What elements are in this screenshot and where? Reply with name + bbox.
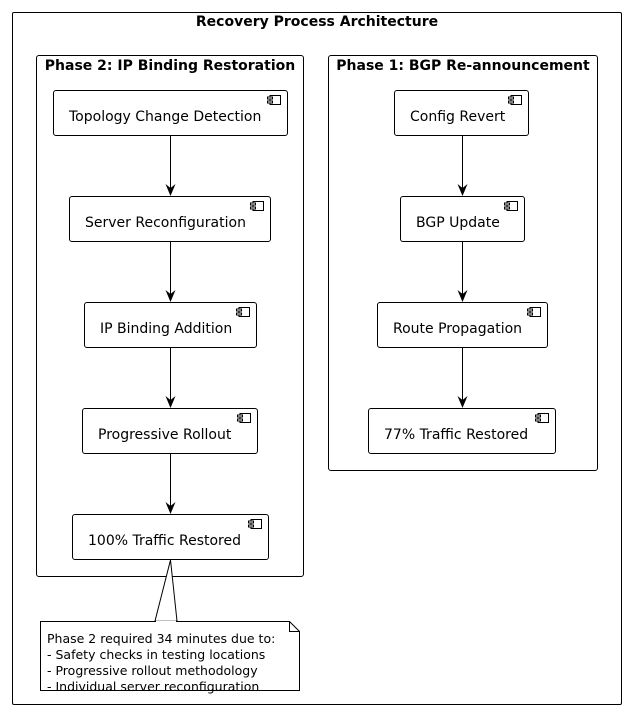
component-label: Config Revert — [410, 109, 506, 125]
note-line: Phase 2 required 34 minutes due to: — [47, 631, 276, 646]
component-icon — [250, 201, 264, 211]
note: Phase 2 required 34 minutes due to: - Sa… — [40, 621, 300, 694]
diagram-title: Recovery Process Architecture — [195, 14, 439, 30]
component-icon — [267, 95, 281, 105]
component-progressive-rollout: Progressive Rollout — [82, 408, 258, 454]
component-label: Topology Change Detection — [69, 109, 262, 125]
component-label: Route Propagation — [393, 321, 523, 337]
note-fold — [289, 621, 300, 632]
note-text: Phase 2 required 34 minutes due to: - Sa… — [47, 631, 275, 695]
component-77-traffic-restored: 77% Traffic Restored — [368, 408, 556, 454]
component-icon — [535, 413, 549, 423]
component-icon — [237, 413, 251, 423]
component-icon — [527, 307, 541, 317]
arrowhead — [165, 184, 176, 196]
component-icon — [248, 519, 262, 529]
component-bgp-update: BGP Update — [400, 196, 525, 242]
note-line: - Progressive rollout methodology — [47, 663, 258, 678]
component-label: 100% Traffic Restored — [88, 533, 241, 549]
component-ip-binding-addition: IP Binding Addition — [84, 302, 257, 348]
component-label: 77% Traffic Restored — [384, 427, 529, 443]
component-icon — [236, 307, 250, 317]
component-label: Progressive Rollout — [98, 427, 232, 443]
arrowhead — [457, 290, 468, 302]
note-shape — [40, 621, 300, 691]
component-config-revert: Config Revert — [394, 90, 529, 136]
arrowhead — [457, 396, 468, 408]
phase2-title: Phase 2: IP Binding Restoration — [44, 58, 296, 74]
phase1-title: Phase 1: BGP Re-announcement — [336, 58, 590, 74]
component-label: IP Binding Addition — [100, 321, 233, 337]
arrowhead — [457, 184, 468, 196]
note-connector — [154, 559, 178, 622]
component-route-propagation: Route Propagation — [377, 302, 548, 348]
component-icon — [504, 201, 518, 211]
arrowhead — [165, 502, 176, 514]
note-line: - Individual server reconfiguration — [47, 679, 260, 694]
arrowhead — [165, 396, 176, 408]
component-100-traffic-restored: 100% Traffic Restored — [72, 514, 269, 560]
component-icon — [508, 95, 522, 105]
arrowhead — [165, 290, 176, 302]
component-topology-change-detection: Topology Change Detection — [53, 90, 288, 136]
phase2-arrowheads — [165, 184, 176, 514]
phase1-arrowheads — [457, 184, 468, 408]
component-label: Server Reconfiguration — [85, 215, 246, 231]
note-line: - Safety checks in testing locations — [47, 647, 266, 662]
component-server-reconfiguration: Server Reconfiguration — [69, 196, 271, 242]
component-label: BGP Update — [416, 215, 500, 231]
